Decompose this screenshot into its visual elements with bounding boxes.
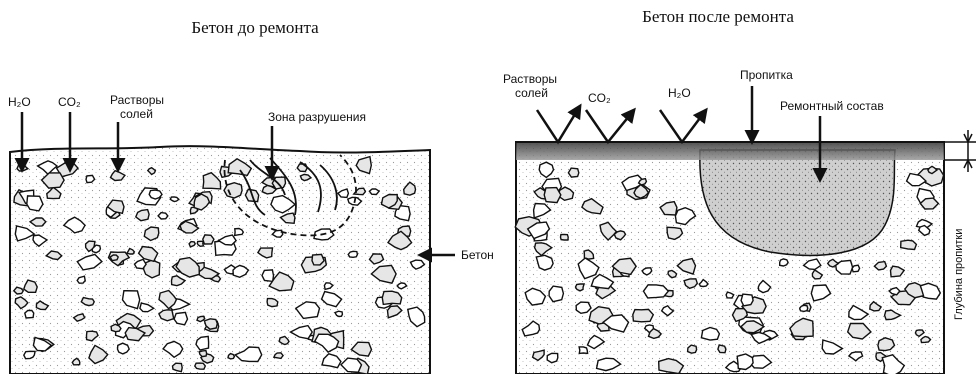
co2-arrow-right: [586, 110, 634, 142]
aggregate-stone: [836, 260, 853, 274]
left-salts-label-line1: Растворы: [110, 93, 164, 107]
aggregate-stone: [197, 241, 203, 246]
impregnation-label: Пропитка: [740, 68, 793, 82]
aggregate-stone: [195, 363, 206, 369]
aggregate-stone: [25, 311, 34, 319]
aggregate-stone: [170, 197, 179, 202]
right-concrete-block: [515, 142, 944, 374]
aggregate-stone: [144, 260, 160, 278]
aggregate-stone: [24, 351, 35, 358]
aggregate-stone: [228, 354, 234, 359]
damage-zone-label: Зона разрушения: [268, 110, 366, 124]
aggregate-stone: [688, 345, 697, 353]
aggregate-stone: [901, 240, 917, 249]
aggregate-stone: [335, 311, 342, 316]
aggregate-stone: [267, 299, 278, 307]
left-concrete-block: [10, 146, 430, 374]
aggregate-stone: [86, 175, 95, 182]
aggregate-stone: [144, 227, 159, 241]
aggregate-stone: [312, 254, 324, 265]
aggregate-stone: [235, 229, 244, 236]
aggregate-stone: [576, 284, 585, 291]
left-h2o-label: H₂O: [8, 95, 31, 109]
aggregate-stone: [878, 338, 895, 351]
aggregate-stone: [547, 353, 558, 362]
left-title: Бетон до ремонта: [191, 18, 319, 37]
impregnation-depth-marker: [944, 130, 976, 172]
right-title: Бетон после ремонта: [642, 7, 794, 26]
concrete-label: Бетон: [461, 248, 494, 262]
aggregate-stone: [536, 255, 553, 270]
aggregate-stone: [348, 251, 357, 257]
aggregate-stone: [633, 309, 654, 321]
aggregate-stone: [741, 294, 753, 306]
aggregate-stone: [203, 235, 214, 244]
aggregate-stone: [118, 343, 130, 354]
aggregate-stone: [382, 291, 401, 304]
aggregate-stone: [852, 265, 860, 272]
aggregate-stone: [111, 324, 121, 331]
repair-compound-label: Ремонтный состав: [780, 99, 884, 113]
aggregate-stone: [262, 270, 274, 282]
aggregate-stone: [644, 285, 669, 298]
aggregate-stone: [701, 328, 719, 341]
aggregate-stone: [199, 351, 206, 357]
h2o-arrow-right: [660, 110, 706, 142]
right-salts-label-line1: Растворы: [503, 72, 557, 86]
aggregate-stone: [718, 345, 726, 353]
aggregate-stone: [174, 312, 187, 324]
aggregate-stone: [274, 353, 283, 359]
right-co2-label: CO₂: [588, 91, 611, 105]
aggregate-stone: [14, 287, 23, 294]
salts-arrow-right: [537, 106, 580, 142]
left-salts-label-line2: солей: [120, 107, 153, 121]
aggregate-stone: [158, 213, 168, 219]
aggregate-stone: [544, 188, 561, 203]
right-h2o-label: H₂O: [668, 86, 691, 100]
aggregate-stone: [921, 337, 931, 343]
aggregate-stone: [568, 168, 578, 177]
left-concrete-body: [10, 146, 430, 374]
aggregate-stone: [800, 305, 808, 311]
aggregate-stone: [149, 190, 162, 199]
aggregate-stone: [549, 286, 563, 302]
aggregate-stone: [780, 259, 788, 266]
impregnation-layer: [516, 142, 944, 160]
aggregate-stone: [369, 189, 379, 195]
impregnation-depth-label: Глубина пропитки: [953, 229, 965, 320]
left-co2-label: CO₂: [58, 95, 81, 109]
aggregate-stone: [561, 235, 569, 241]
aggregate-stone: [110, 255, 118, 261]
aggregate-stone: [27, 196, 43, 211]
right-salts-label-line2: солей: [515, 86, 548, 100]
aggregate-stone: [579, 347, 588, 354]
